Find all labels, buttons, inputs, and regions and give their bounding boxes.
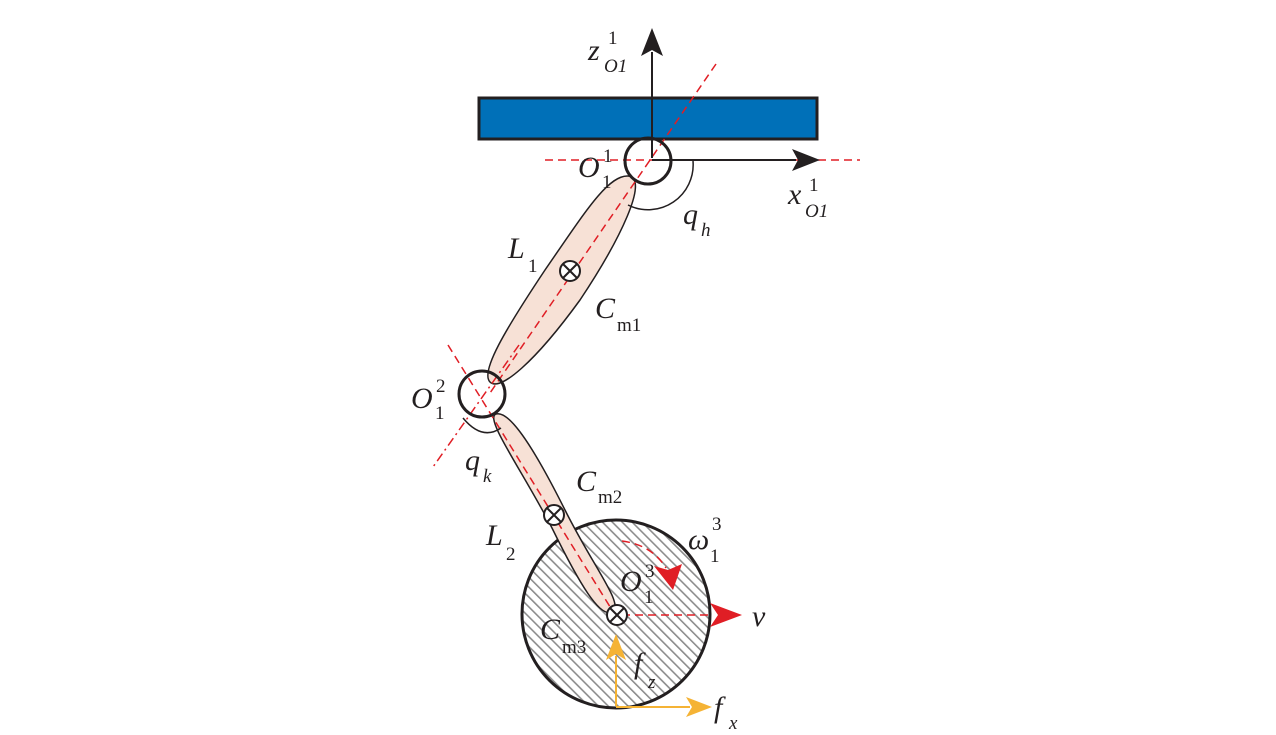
svg-text:O1: O1 [805,201,828,222]
svg-text:2: 2 [506,544,516,565]
label-hip-joint: O 1 1 [578,146,613,193]
svg-text:1: 1 [710,546,720,567]
label-wheel-omega: ω 1 3 [688,514,722,567]
com-marker-link2 [543,504,565,526]
svg-text:1: 1 [528,256,538,277]
label-link1: L 1 [507,232,538,277]
svg-text:m3: m3 [562,637,586,658]
svg-text:q: q [465,444,480,477]
svg-text:C: C [576,465,597,498]
knee-joint [457,369,507,419]
svg-text:1: 1 [809,175,819,196]
svg-text:3: 3 [712,514,722,535]
rotation-arrow-icon [654,564,682,590]
label-link1-com: C m1 [595,292,641,336]
label-wheel-center: O 1 3 [620,561,655,608]
link1-body [487,175,637,385]
hip-angle-arc [627,160,694,211]
svg-text:m2: m2 [598,487,622,508]
svg-text:ω: ω [688,523,709,556]
com-marker-wheel [606,604,628,626]
x-axis-arrow [652,149,820,171]
force-z-arrow [606,634,626,706]
svg-text:k: k [483,466,492,487]
svg-text:1: 1 [603,146,613,167]
svg-text:z: z [647,672,656,693]
svg-text:f: f [714,691,726,724]
svg-text:3: 3 [645,561,655,582]
label-z-axis: z O1 1 [587,28,627,77]
svg-text:q: q [683,198,698,231]
force-x-arrow [616,697,712,717]
com-marker-link1 [559,260,581,282]
knee-dashdot-line [432,344,520,468]
z-axis-arrow [641,28,663,158]
label-x-axis: x O1 1 [787,175,828,222]
knee-angle-arc [462,417,502,434]
label-velocity: v [752,600,766,633]
svg-text:1: 1 [608,28,618,49]
svg-text:1: 1 [602,172,612,193]
label-link2-com: C m2 [576,465,622,508]
svg-text:O: O [578,151,600,184]
svg-text:2: 2 [436,376,446,397]
svg-text:L: L [507,232,525,265]
svg-text:m1: m1 [617,315,641,336]
svg-text:v: v [752,600,766,633]
svg-text:x: x [787,178,802,211]
svg-text:1: 1 [435,403,445,424]
label-hip-angle: q h [683,198,711,241]
svg-text:C: C [595,292,616,325]
svg-text:1: 1 [644,587,654,608]
label-knee-angle: q k [465,444,492,487]
label-force-x: f x [714,691,738,734]
velocity-arrow-icon [710,603,742,627]
label-wheel-com: C m3 [540,613,586,658]
svg-text:O: O [411,382,433,415]
svg-text:z: z [587,34,600,67]
label-knee-joint: O 1 2 [411,376,446,424]
base-platform [477,96,819,141]
svg-text:L: L [485,519,503,552]
svg-text:h: h [701,220,711,241]
svg-text:x: x [728,713,738,734]
label-link2: L 2 [485,519,516,565]
svg-text:O1: O1 [604,56,627,77]
svg-text:O: O [620,565,642,598]
svg-text:C: C [540,613,561,646]
